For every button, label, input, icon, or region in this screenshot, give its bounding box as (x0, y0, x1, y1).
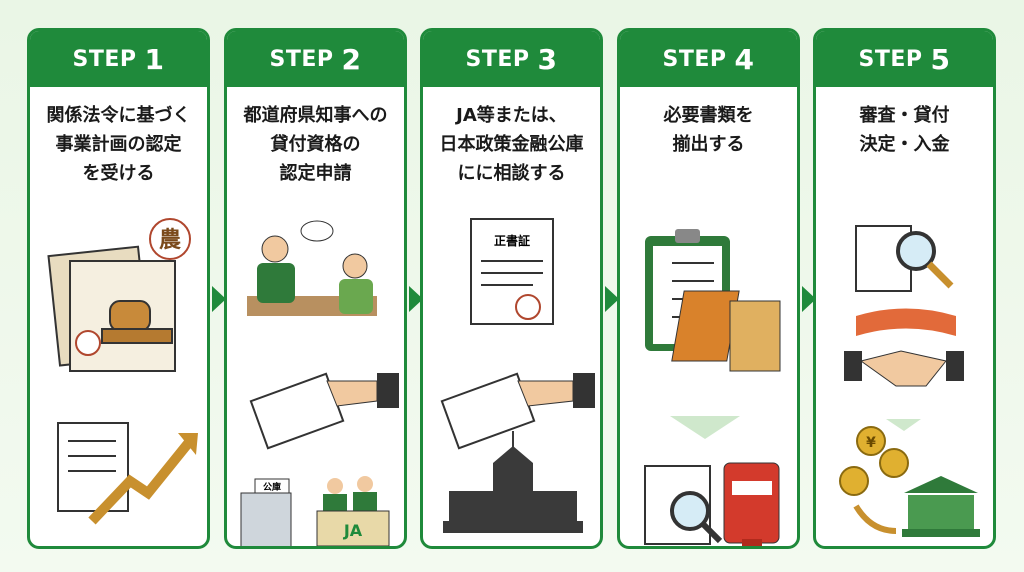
seal-icon (149, 218, 191, 260)
step-4-header: STEP 4 (620, 31, 797, 87)
step-4-title: 必要書類を 揃出する (620, 101, 797, 201)
title-line: 必要書類を (663, 105, 754, 126)
step-2-title: 都道府県知事への 貸付資格の 認定申請 (227, 101, 404, 201)
title-line: 決定・入金 (859, 134, 950, 155)
title-line: 関係法令に基づく (46, 105, 191, 126)
growth-arrow-icon (88, 437, 194, 525)
step-5-title: 審査・貸付 決定・入金 (816, 101, 993, 201)
meeting-icon (247, 220, 377, 316)
title-line: 揃出する (672, 134, 745, 155)
certificate-illustration: 正書証 (440, 218, 595, 533)
title-line: 審査・貸付 (859, 105, 950, 126)
yen-coins-icon (839, 426, 909, 496)
ja-staff-icon (316, 476, 390, 546)
step-number: 5 (930, 42, 951, 76)
step-2-card: STEP 2 都道府県知事への 貸付資格の 認定申請 公庫 JA (224, 28, 407, 549)
review-document-icon (855, 225, 954, 292)
handing-document-icon (440, 372, 595, 450)
step-label: STEP (858, 46, 923, 72)
documents-submission-illustration (644, 229, 781, 546)
title-line: 貸付資格の (270, 134, 361, 155)
certificate-title-text: 正書証 (494, 233, 530, 248)
ja-logo-text: JA (343, 521, 363, 540)
step-1-card: STEP 1 関係法令に基づく 事業計画の認定 を受ける 農 (27, 28, 210, 549)
step-label: STEP (269, 46, 334, 72)
report-icon (57, 422, 129, 512)
down-arrow-icon (670, 416, 740, 439)
title-line: JA等または、 (456, 105, 567, 126)
bank-sign-text: 公庫 (263, 481, 281, 493)
certificate-icon (470, 218, 554, 325)
documents-stamp-growth-illustration: 農 (47, 218, 198, 525)
step-number: 2 (341, 42, 362, 76)
handing-document-icon (249, 372, 399, 450)
title-line: 日本政策金融公庫 (439, 134, 584, 155)
title-line: 認定申請 (279, 163, 352, 184)
step-5-card: STEP 5 審査・貸付 決定・入金 ¥ (813, 28, 996, 549)
seal-text: 農 (159, 228, 181, 253)
consultation-illustration: 公庫 JA (240, 220, 399, 546)
step-label: STEP (72, 46, 137, 72)
step-number: 3 (537, 42, 558, 76)
title-line: 都道府県知事への (243, 105, 388, 126)
approval-funding-illustration: ¥ (839, 225, 980, 537)
step-label: STEP (465, 46, 530, 72)
magnifier-document-icon (644, 465, 723, 545)
bank-icon (902, 476, 980, 537)
step-label: STEP (662, 46, 727, 72)
arrow-right-icon (605, 286, 619, 312)
step-number: 4 (734, 42, 755, 76)
title-line: 事業計画の認定 (55, 134, 182, 155)
title-line: にに相談する (457, 163, 566, 184)
step-number: 1 (144, 42, 165, 76)
step-5-header: STEP 5 (816, 31, 993, 87)
stamp-icon (101, 300, 173, 344)
step-1-title: 関係法令に基づく 事業計画の認定 を受ける (30, 101, 207, 201)
arrow-right-icon (802, 286, 816, 312)
step-2-header: STEP 2 (227, 31, 404, 87)
government-building-icon (443, 431, 583, 533)
ribbon-icon (856, 308, 956, 336)
step-3-card: STEP 3 JA等または、 日本政策金融公庫 にに相談する 正書証 (420, 28, 603, 549)
yen-symbol: ¥ (866, 435, 876, 451)
handshake-icon (844, 350, 964, 387)
step-3-title: JA等または、 日本政策金融公庫 にに相談する (423, 101, 600, 201)
curved-arrow-icon (853, 504, 897, 534)
arrow-right-icon (212, 286, 226, 312)
step-1-header: STEP 1 (30, 31, 207, 87)
title-line: を受ける (82, 163, 155, 184)
step-3-header: STEP 3 (423, 31, 600, 87)
folders-icon (671, 290, 781, 372)
step-4-card: STEP 4 必要書類を 揃出する (617, 28, 800, 549)
arrow-right-icon (409, 286, 423, 312)
bank-building-icon (240, 478, 292, 546)
postbox-icon (723, 462, 780, 546)
